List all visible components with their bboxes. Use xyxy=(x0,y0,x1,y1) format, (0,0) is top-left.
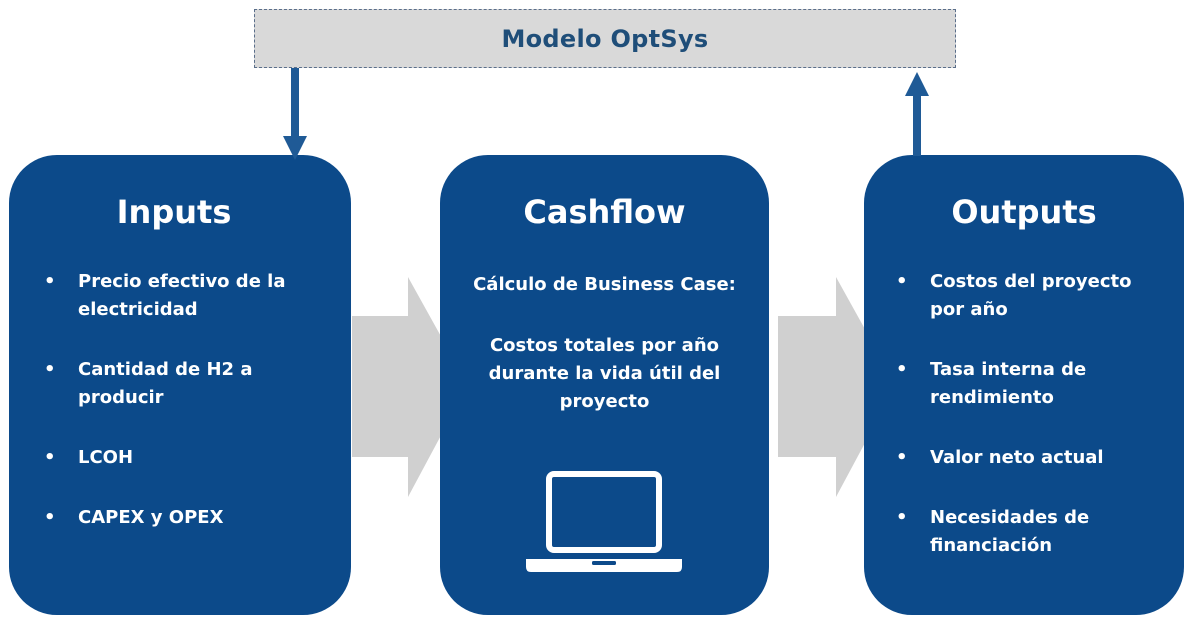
inputs-item: LCOH xyxy=(44,444,334,472)
inputs-item: CAPEX y OPEX xyxy=(44,504,334,532)
inputs-item: Cantidad de H2 a producir xyxy=(44,356,334,412)
outputs-item: Costos del proyecto por año xyxy=(896,268,1166,324)
model-title: Modelo OptSys xyxy=(501,24,709,53)
cashflow-title: Cashflow xyxy=(523,193,686,231)
outputs-card: Outputs Costos del proyecto por año Tasa… xyxy=(864,155,1184,615)
flow-arrow-inputs-to-cashflow xyxy=(352,277,468,497)
arrow-model-to-inputs xyxy=(283,68,307,160)
outputs-title: Outputs xyxy=(951,193,1097,231)
inputs-list: Precio efectivo de la electricidad Canti… xyxy=(44,268,334,564)
inputs-title: Inputs xyxy=(116,193,232,231)
inputs-card: Inputs Precio efectivo de la electricida… xyxy=(9,155,351,615)
outputs-item: Necesidades de financiación xyxy=(896,504,1166,560)
arrow-outputs-to-model xyxy=(905,72,929,156)
model-box: Modelo OptSys xyxy=(254,9,956,68)
inputs-item: Precio efectivo de la electricidad xyxy=(44,268,334,324)
outputs-list: Costos del proyecto por año Tasa interna… xyxy=(896,268,1166,592)
outputs-item: Tasa interna de rendimiento xyxy=(896,356,1166,412)
cashflow-card: Cashflow Cálculo de Business Case: Costo… xyxy=(440,155,769,615)
laptop-icon xyxy=(526,471,682,572)
cashflow-subtitle: Cálculo de Business Case: xyxy=(473,274,736,295)
cashflow-description: Costos totales por año durante la vida ú… xyxy=(488,335,721,412)
outputs-item: Valor neto actual xyxy=(896,444,1166,472)
